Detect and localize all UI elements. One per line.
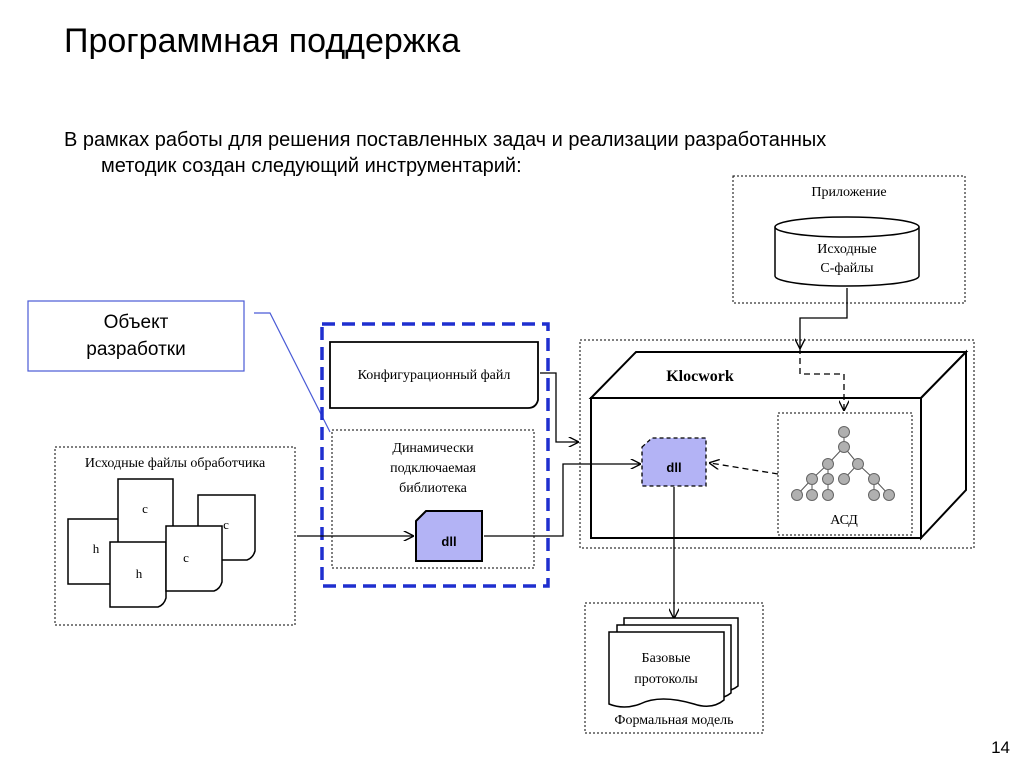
arrow-config-to-klocwork	[540, 372, 578, 442]
callout-text-1: Объект	[104, 312, 169, 333]
asd-box: АСД	[777, 412, 913, 536]
application-box: Приложение Исходные С-файлы	[732, 175, 966, 304]
base-protocols-text-1: Базовые	[642, 651, 691, 666]
arrow-asd-to-dll	[710, 463, 779, 475]
slide-title: Программная поддержка	[64, 22, 461, 60]
source-c-files-text-2: С-файлы	[820, 261, 874, 276]
config-file-doc: Конфигурационный файл	[329, 341, 539, 409]
config-file-label: Конфигурационный файл	[358, 368, 511, 383]
svg-text:h: h	[136, 566, 143, 581]
arrow-dll-to-klocwork	[484, 464, 640, 537]
dll-right-label: dll	[666, 460, 681, 475]
klocwork-label: Klocwork	[666, 368, 734, 385]
source-c-files-text-1: Исходные	[817, 242, 876, 257]
dynlib-text-3: библиотека	[399, 481, 468, 496]
application-label: Приложение	[811, 185, 886, 200]
arrow-source-to-asd	[799, 348, 844, 410]
callout-text-2: разработки	[86, 339, 185, 360]
dynlib-text-1: Динамически	[392, 441, 474, 456]
handler-files-label: Исходные файлы обработчика	[85, 456, 266, 471]
callout-leader-line	[254, 312, 331, 433]
klocwork-outer-box	[579, 339, 975, 549]
source-c-files-cylinder: Исходные С-файлы	[774, 216, 920, 287]
base-protocols-text-2: протоколы	[634, 672, 698, 687]
dll-left-label: dll	[441, 534, 456, 549]
file-c3: c	[165, 525, 223, 592]
intro-line-2: методик создан следующий инструментарий:	[101, 155, 522, 177]
svg-text:h: h	[93, 541, 100, 556]
development-object-callout: Объект разработки	[27, 300, 331, 433]
dll-right-box: dll	[641, 437, 707, 487]
svg-text:c: c	[183, 550, 189, 565]
formal-model-label: Формальная модель	[614, 713, 733, 728]
development-boundary-box	[320, 322, 550, 588]
svg-text:c: c	[223, 517, 229, 532]
asd-label: АСД	[830, 513, 858, 528]
page-number: 14	[991, 738, 1010, 757]
dynlib-text-2: подключаемая	[390, 461, 476, 476]
intro-line-1: В рамках работы для решения поставленных…	[64, 129, 827, 151]
file-c1: c	[117, 478, 174, 545]
formal-model-box: Базовые протоколы Формальная модель	[584, 602, 764, 734]
svg-text:c: c	[142, 501, 148, 516]
slide-intro-text: В рамках работы для решения поставленных…	[64, 127, 964, 179]
dynamic-library-box: Динамически подключаемая библиотека dll	[331, 429, 535, 569]
handler-files-box: Исходные файлы обработчика h c h c c	[54, 446, 296, 626]
arrow-app-to-klocwork	[800, 288, 848, 348]
file-h2: h	[109, 541, 167, 608]
base-protocols-doc	[608, 631, 725, 708]
